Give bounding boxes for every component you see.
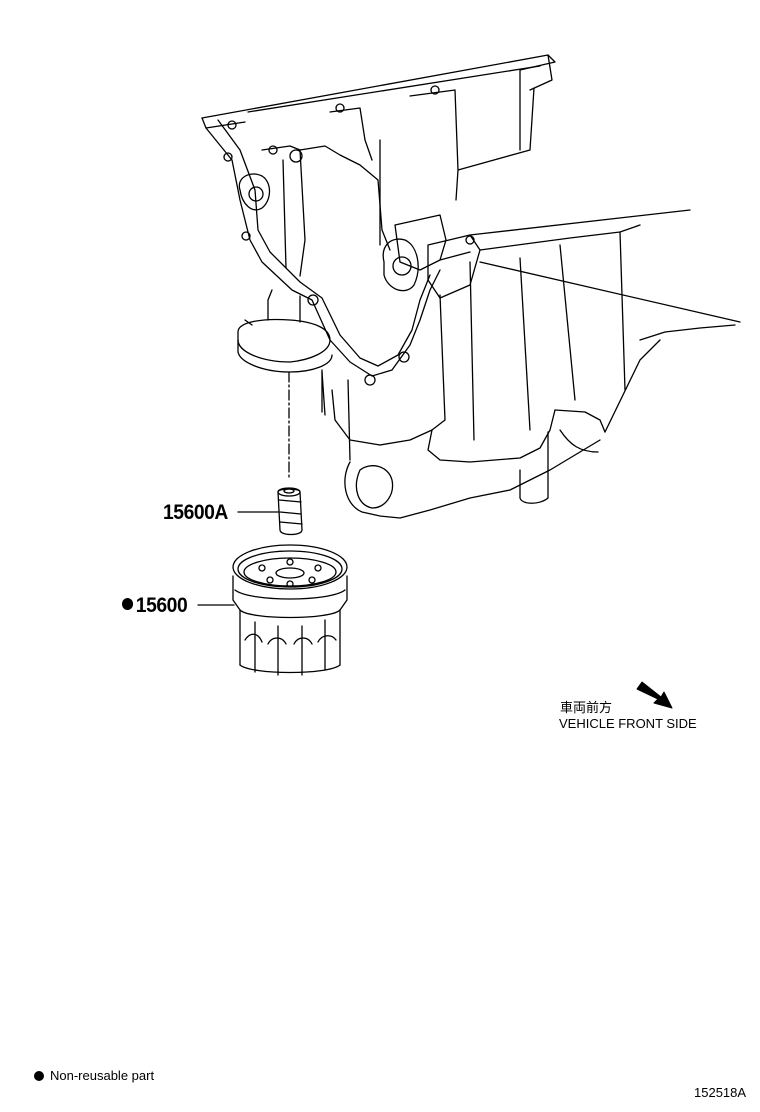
direction-english: VEHICLE FRONT SIDE xyxy=(559,716,697,731)
illustration-id: 152518A xyxy=(694,1085,747,1100)
oil-pan-assembly xyxy=(201,54,741,519)
direction-japanese: 車両前方 xyxy=(560,700,613,715)
legend-non-reusable-text: Non-reusable part xyxy=(50,1068,155,1083)
callout-15600[interactable]: 15600 xyxy=(122,594,188,618)
filter-union-bolt xyxy=(277,487,303,536)
legend-non-reusable: Non-reusable part xyxy=(34,1068,154,1083)
non-reusable-dot-icon xyxy=(122,598,134,611)
legend-dot-icon xyxy=(34,1070,44,1081)
callout-15600A[interactable]: 15600A xyxy=(163,501,228,524)
oil-filter-canister xyxy=(232,544,348,676)
vehicle-front-arrow-icon xyxy=(636,681,673,709)
callout-15600-number: 15600 xyxy=(135,594,188,617)
